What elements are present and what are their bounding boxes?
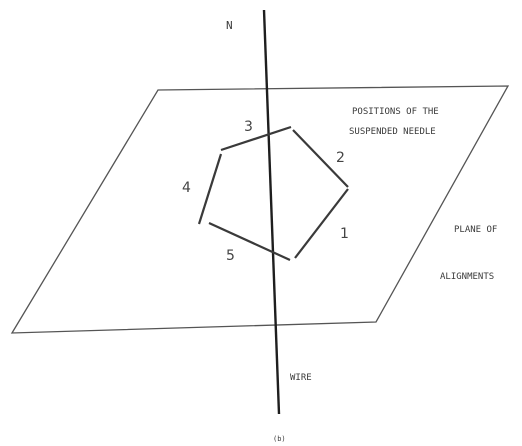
needle-label-3: 3 <box>244 119 253 135</box>
plane-of-alignments <box>10 85 510 334</box>
plane-label-line1: PLANE OF <box>454 225 497 235</box>
needle-position-3 <box>220 125 292 152</box>
caption: (b) <box>273 435 286 443</box>
wire-label: WIRE <box>290 373 312 383</box>
needle-label-1: 1 <box>340 226 349 242</box>
needle-position-2 <box>292 129 349 188</box>
needle-position-4 <box>197 153 223 225</box>
needle-label-2: 2 <box>336 150 345 166</box>
plane-label-line2: ALIGNMENTS <box>440 272 494 282</box>
needle-position-5 <box>208 221 291 262</box>
wire-line <box>262 9 281 415</box>
needle-label-4: 4 <box>182 180 191 196</box>
positions-label-line2: SUSPENDED NEEDLE <box>349 127 436 137</box>
north-label: N <box>226 19 233 32</box>
positions-label-line1: POSITIONS OF THE <box>352 107 439 117</box>
needle-position-1 <box>294 188 349 259</box>
needle-label-5: 5 <box>226 248 235 264</box>
